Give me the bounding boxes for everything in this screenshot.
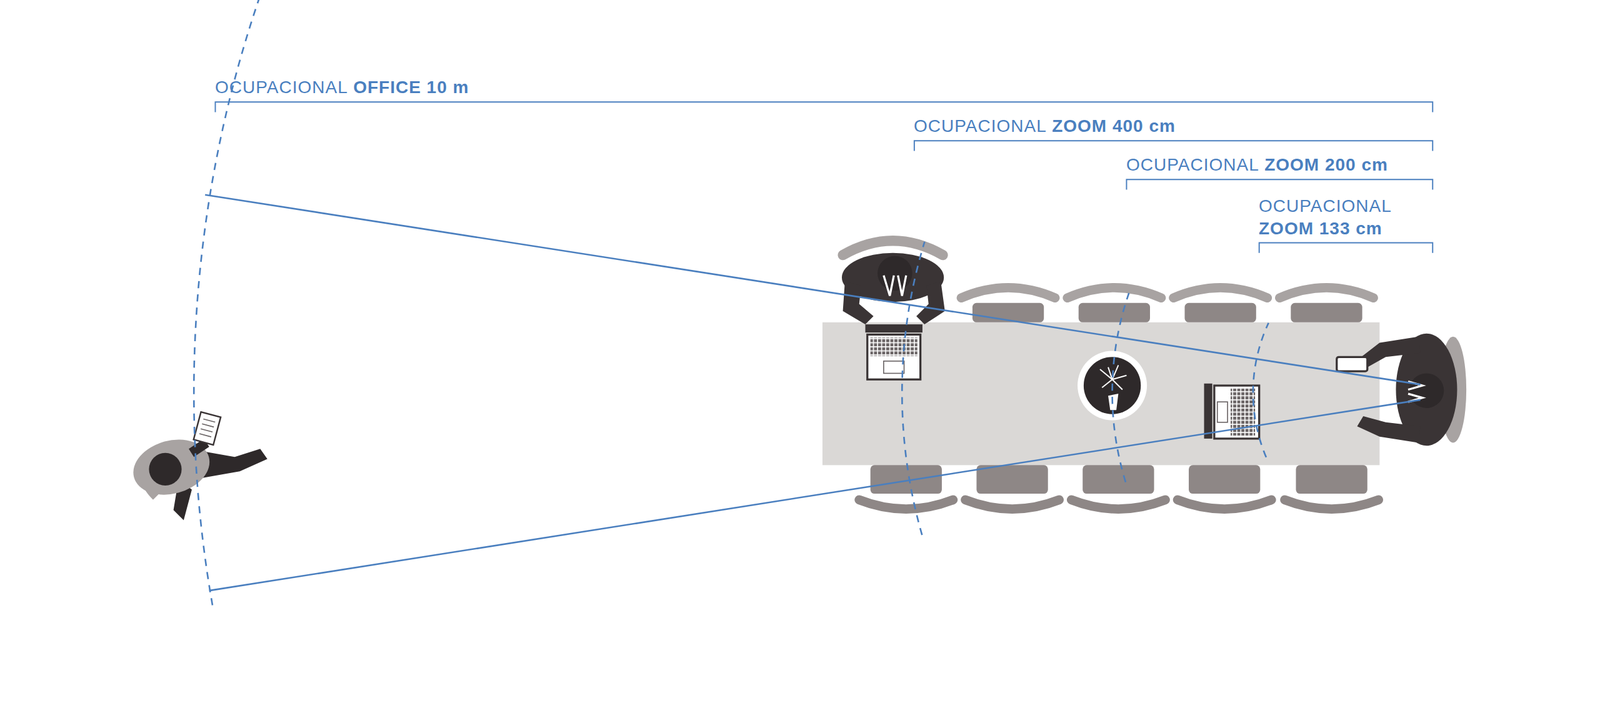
dimension-value: ZOOM 133 cm — [1258, 218, 1383, 239]
chair-seat — [1082, 465, 1154, 494]
dimension-value: ZOOM 400 cm — [1051, 116, 1176, 136]
range-arcs — [193, 0, 1269, 606]
chair-seat — [1078, 303, 1150, 323]
sight-lines — [205, 195, 1420, 591]
chair-back — [1173, 287, 1268, 298]
dimension-label: OCUPACIONAL — [1258, 196, 1392, 216]
dimension-label: OCUPACIONAL — [215, 77, 349, 97]
dimension-value: OFFICE 10 m — [353, 77, 469, 97]
chair-back — [961, 287, 1055, 298]
chair-back — [1279, 287, 1374, 298]
range-arc — [1112, 293, 1130, 483]
walking-person — [126, 411, 267, 520]
chair-seat — [1188, 465, 1260, 494]
dimension-label-line: ZOOM 133 cm — [1258, 218, 1383, 239]
dimension-label-line: OCUPACIONALOFFICE 10 m — [215, 77, 469, 98]
chair-back — [1285, 500, 1379, 510]
seated-person-top — [841, 240, 945, 380]
seated-person-right — [1336, 333, 1467, 447]
chair-back — [859, 500, 954, 510]
chair-seat — [1295, 465, 1367, 494]
chair-seat — [976, 465, 1048, 494]
meeting-table — [822, 322, 1380, 466]
chair-seat — [1290, 303, 1362, 323]
dimension-label-line: OCUPACIONALZOOM 200 cm — [1126, 155, 1389, 175]
dimension-label-line: OCUPACIONAL — [1258, 196, 1392, 217]
dimension-label: OCUPACIONAL — [1126, 155, 1260, 175]
dimension-brackets — [215, 101, 1433, 254]
chair-seat — [870, 465, 942, 494]
chair-back — [1067, 287, 1162, 298]
chair-back — [965, 500, 1059, 510]
range-arc — [1253, 323, 1269, 458]
dimension-label-line: OCUPACIONALZOOM 400 cm — [913, 116, 1176, 137]
chair-back — [1177, 500, 1272, 510]
dimension-label: OCUPACIONAL — [913, 116, 1047, 136]
range-arc — [901, 241, 925, 535]
chair-back — [1071, 500, 1165, 510]
dimension-value: ZOOM 200 cm — [1264, 155, 1389, 175]
chair-seat — [1185, 303, 1257, 323]
